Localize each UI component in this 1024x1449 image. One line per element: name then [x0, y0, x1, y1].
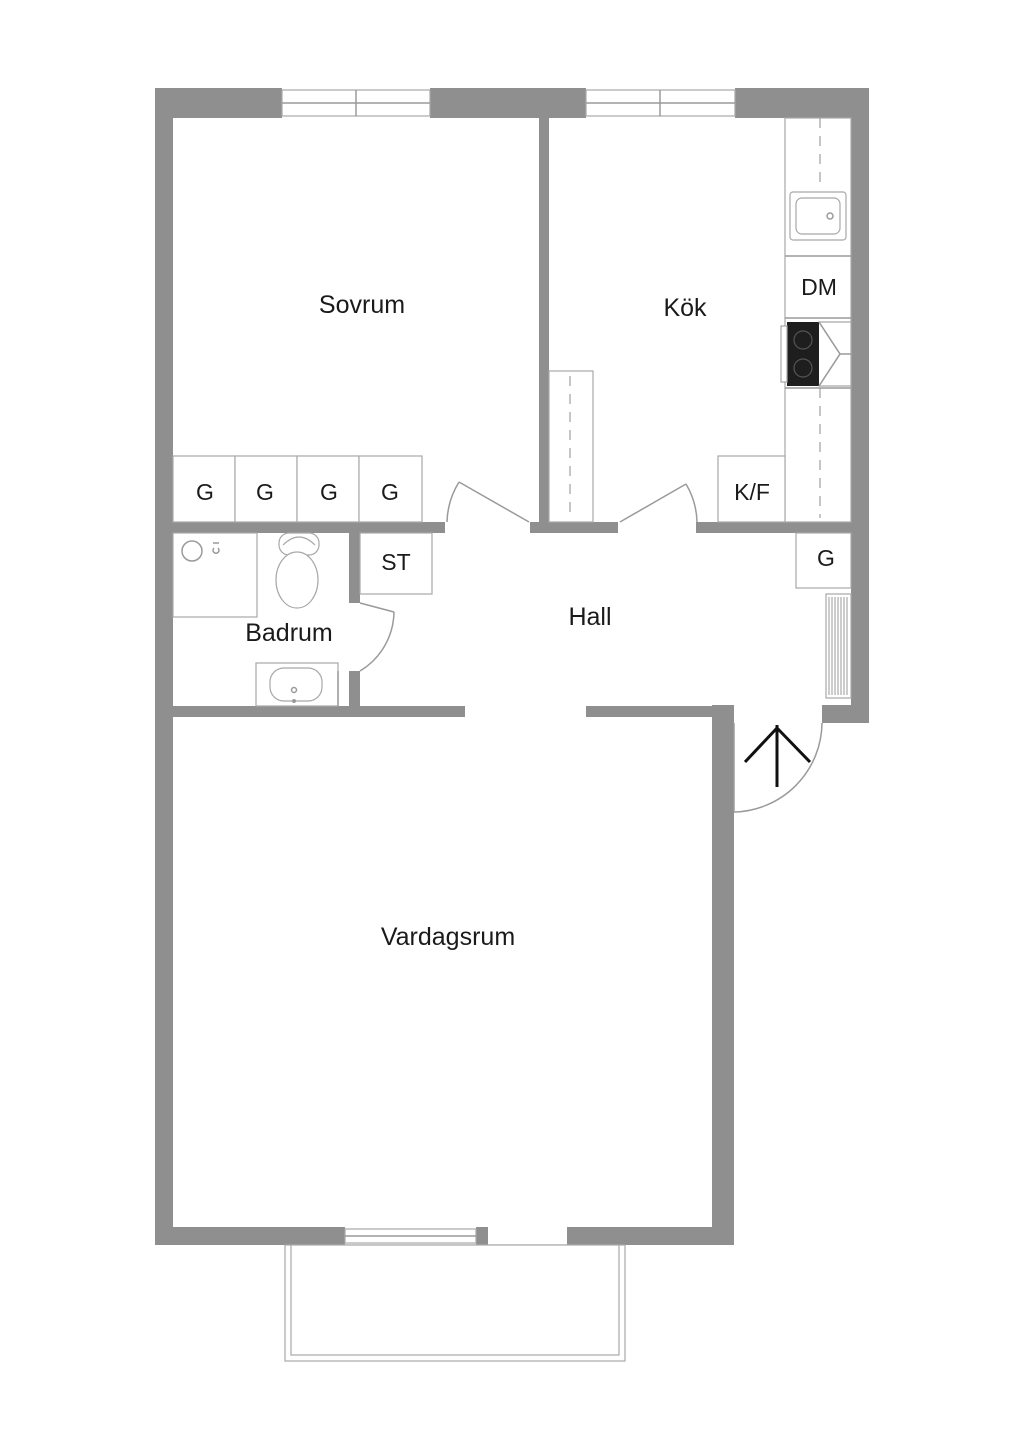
fridge-freezer — [717, 455, 786, 523]
wardrobe-label: G — [381, 479, 399, 505]
wardrobe-label: G — [320, 479, 338, 505]
interior-walls — [173, 118, 851, 717]
radiator-icon — [825, 593, 852, 699]
stove-icon — [780, 321, 852, 387]
outer-walls — [155, 88, 869, 1245]
shower-icon — [172, 532, 258, 618]
storage-label: ST — [381, 549, 410, 575]
room-label-vardagsrum: Vardagsrum — [381, 923, 515, 951]
dishwasher-label: DM — [801, 274, 837, 300]
kitchen-table-counter — [548, 370, 594, 523]
windows — [281, 89, 736, 1244]
entrance-arrow-icon — [743, 725, 812, 787]
wardrobe-hall-label: G — [817, 545, 835, 571]
toilet-icon — [275, 532, 320, 609]
room-label-sovrum: Sovrum — [319, 291, 405, 319]
washbasin-icon — [255, 662, 339, 707]
storage-closet — [359, 532, 433, 595]
wardrobe-hall — [795, 532, 852, 589]
balcony — [284, 1244, 626, 1362]
fridge-freezer-label: K/F — [734, 479, 770, 505]
room-label-kok: Kök — [663, 294, 707, 322]
wardrobe-label: G — [256, 479, 274, 505]
wardrobe-label: G — [196, 479, 214, 505]
room-label-hall: Hall — [568, 603, 611, 631]
room-label-badrum: Badrum — [245, 619, 333, 647]
sink-icon — [789, 191, 847, 241]
kitchen-counter — [784, 117, 852, 523]
wardrobes-sovrum — [172, 455, 423, 523]
